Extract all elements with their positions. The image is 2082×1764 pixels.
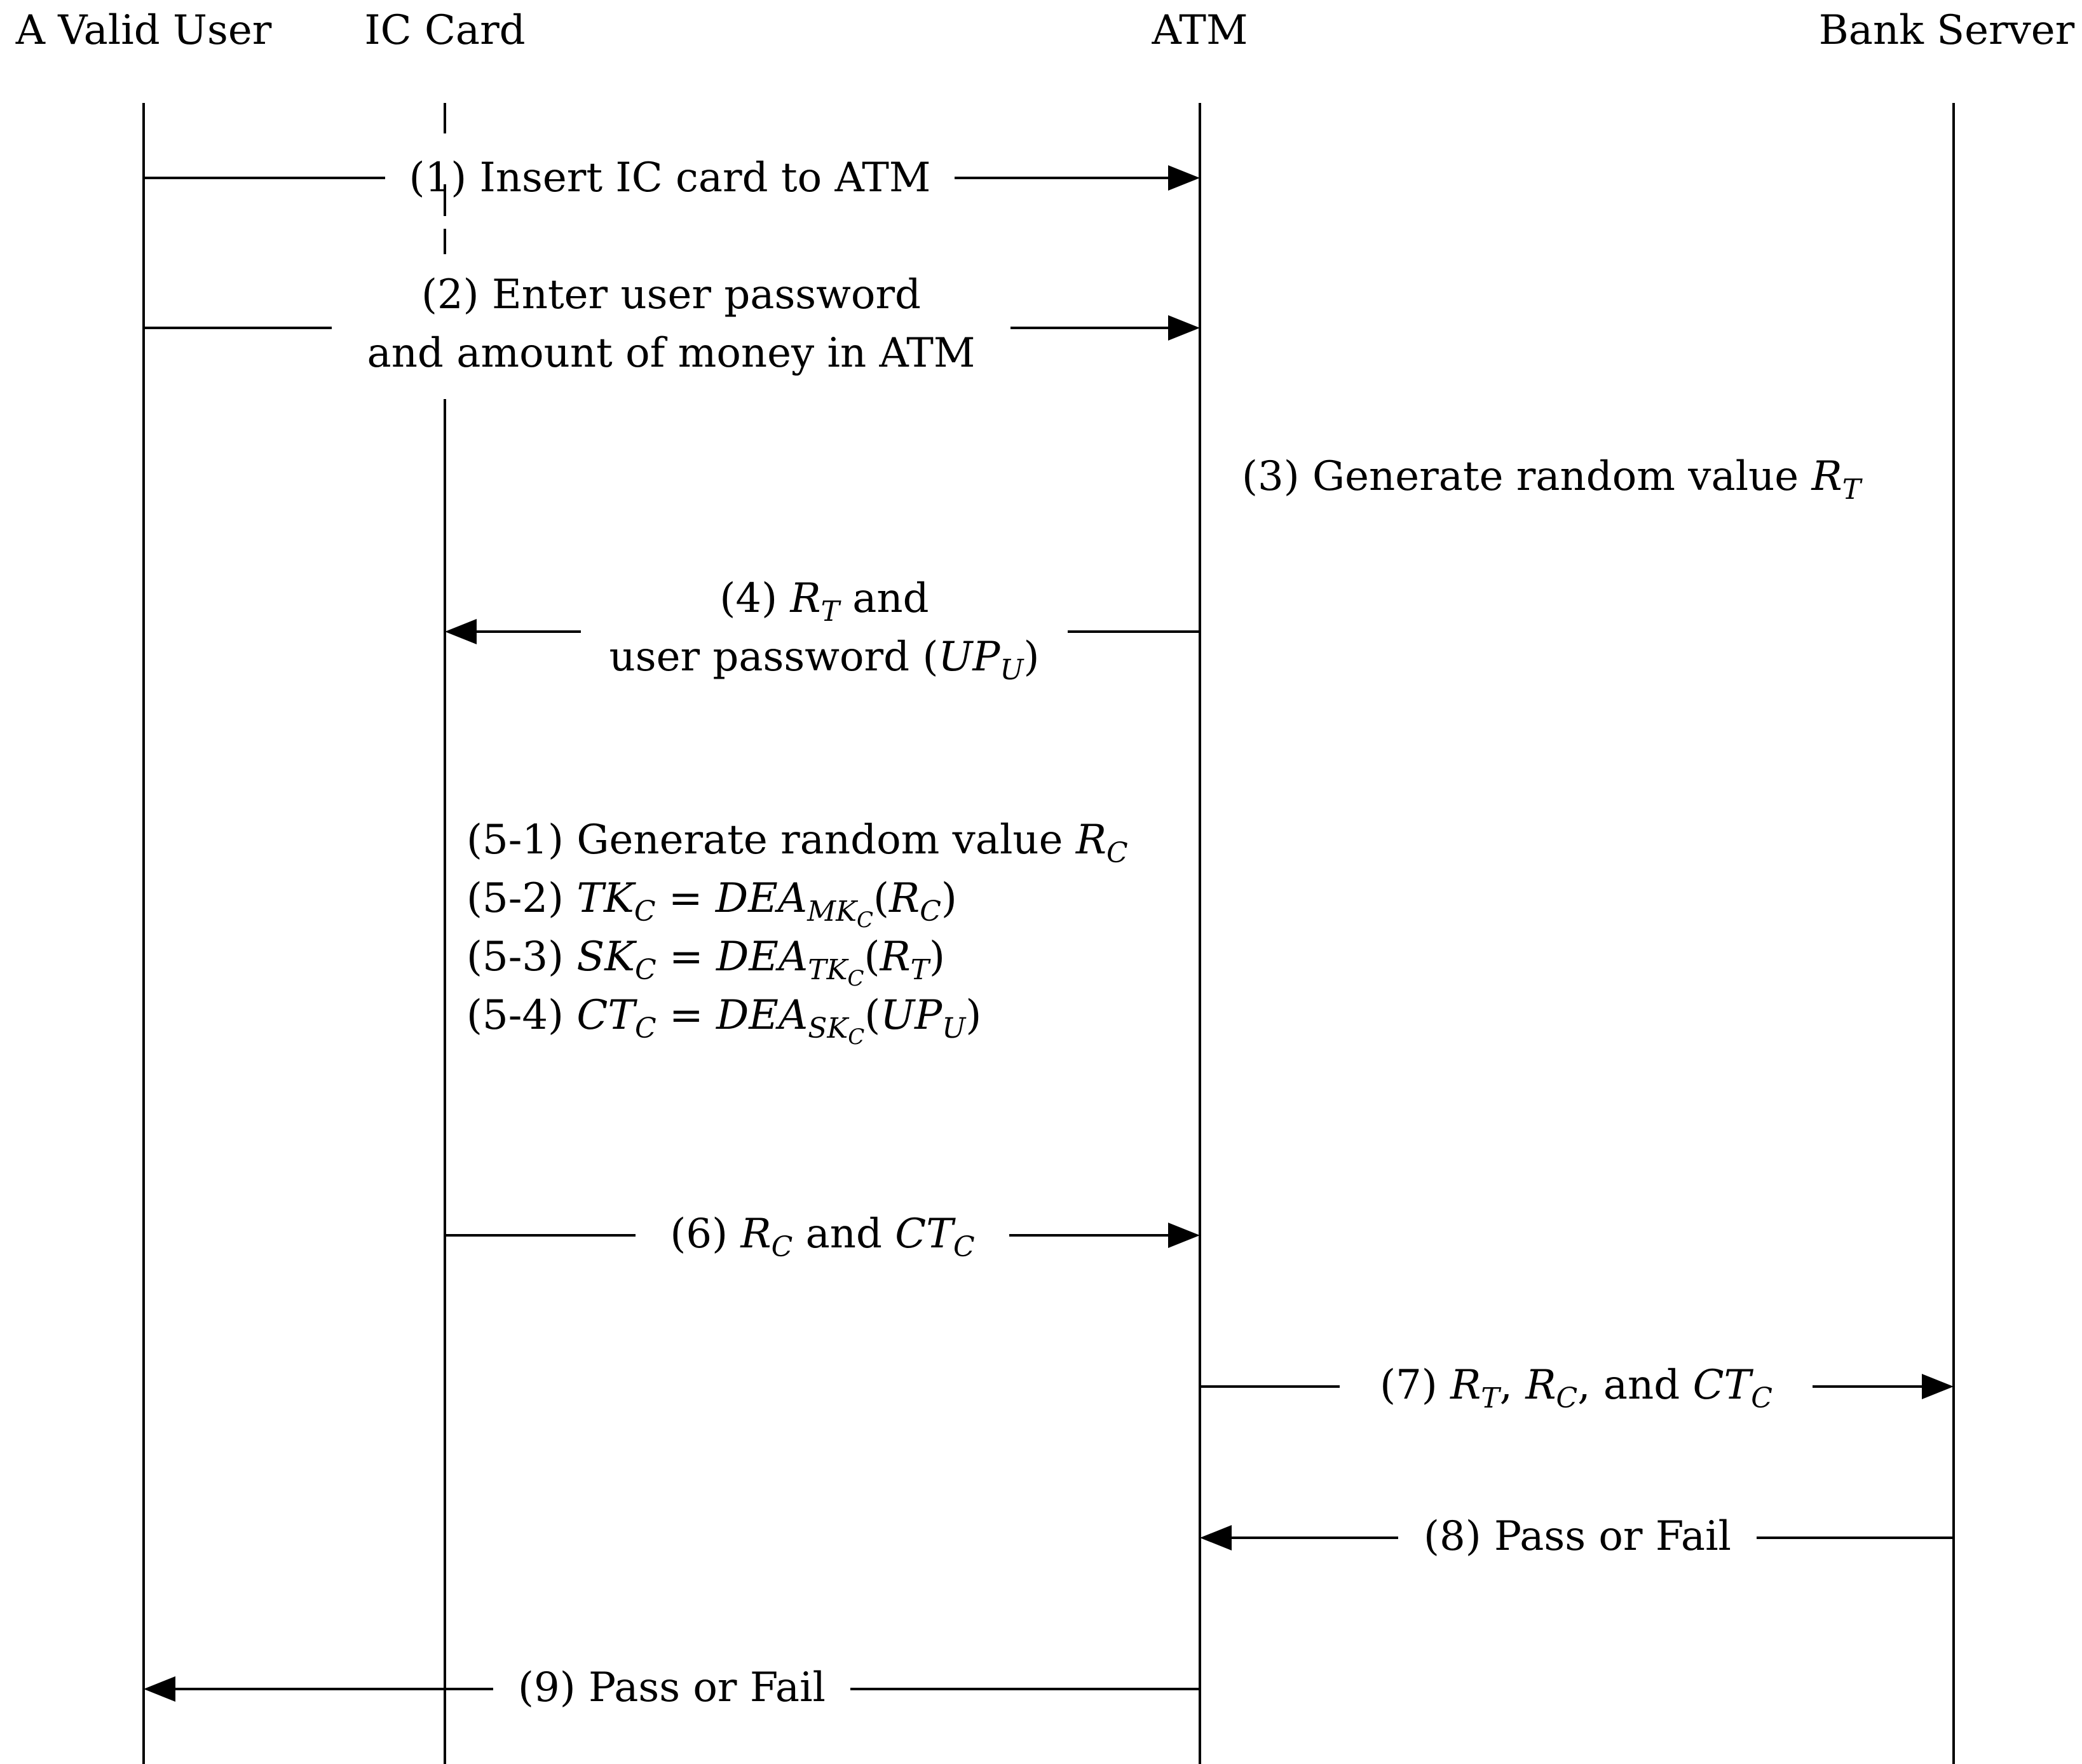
m2-line-1: (2) Enter user password bbox=[421, 271, 922, 318]
arrowhead-m9 bbox=[144, 1676, 175, 1702]
arrowhead-m4 bbox=[445, 619, 477, 644]
m2-line-2: and amount of money in ATM bbox=[367, 330, 976, 377]
message-label-m3: (3) Generate random value RT bbox=[1242, 453, 1861, 506]
message-label-m4: (4) RT and user password (UPU) bbox=[581, 569, 1068, 686]
arrowhead-m8 bbox=[1200, 1525, 1232, 1550]
arrowhead-m1 bbox=[1168, 165, 1200, 191]
message-label-m6: (6) RC and CTC bbox=[670, 1211, 975, 1263]
message-label-m1: (1) Insert IC card to ATM bbox=[385, 149, 955, 207]
m5-line-2: (5-2) TKC = DEAMKC(RC) bbox=[466, 875, 957, 933]
m5-line-3: (5-3) SKC = DEATKC(RT) bbox=[466, 933, 945, 991]
message-label-m9: (9) Pass or Fail bbox=[493, 1659, 850, 1717]
participant-label-user: A Valid User bbox=[15, 7, 272, 54]
m5-line-4: (5-4) CTC = DEASKC(UPU) bbox=[466, 992, 982, 1050]
m1-text: (1) Insert IC card to ATM bbox=[409, 154, 931, 201]
message-label-m2: (2) Enter user password and amount of mo… bbox=[332, 266, 1010, 383]
message-label-m5: (5-1) Generate random value RC (5-2) TKC… bbox=[466, 811, 1128, 1050]
message-label-m8: (8) Pass or Fail bbox=[1398, 1507, 1757, 1566]
participant-label-card: IC Card bbox=[364, 7, 526, 54]
arrowhead-m2 bbox=[1168, 315, 1200, 341]
participant-label-server: Bank Server bbox=[1818, 7, 2075, 54]
m8-text: (8) Pass or Fail bbox=[1424, 1513, 1731, 1560]
arrowhead-m7 bbox=[1922, 1374, 1954, 1399]
m5-line-1: (5-1) Generate random value RC bbox=[466, 817, 1128, 869]
m4-line-1: (4) RT and bbox=[719, 575, 929, 628]
message-label-m7: (7) RT, RC, and CTC bbox=[1380, 1362, 1772, 1415]
participant-label-atm: ATM bbox=[1152, 7, 1248, 54]
m4-line-2: user password (UPU) bbox=[609, 634, 1040, 686]
arrowhead-m6 bbox=[1168, 1223, 1200, 1248]
m9-text: (9) Pass or Fail bbox=[518, 1664, 826, 1711]
